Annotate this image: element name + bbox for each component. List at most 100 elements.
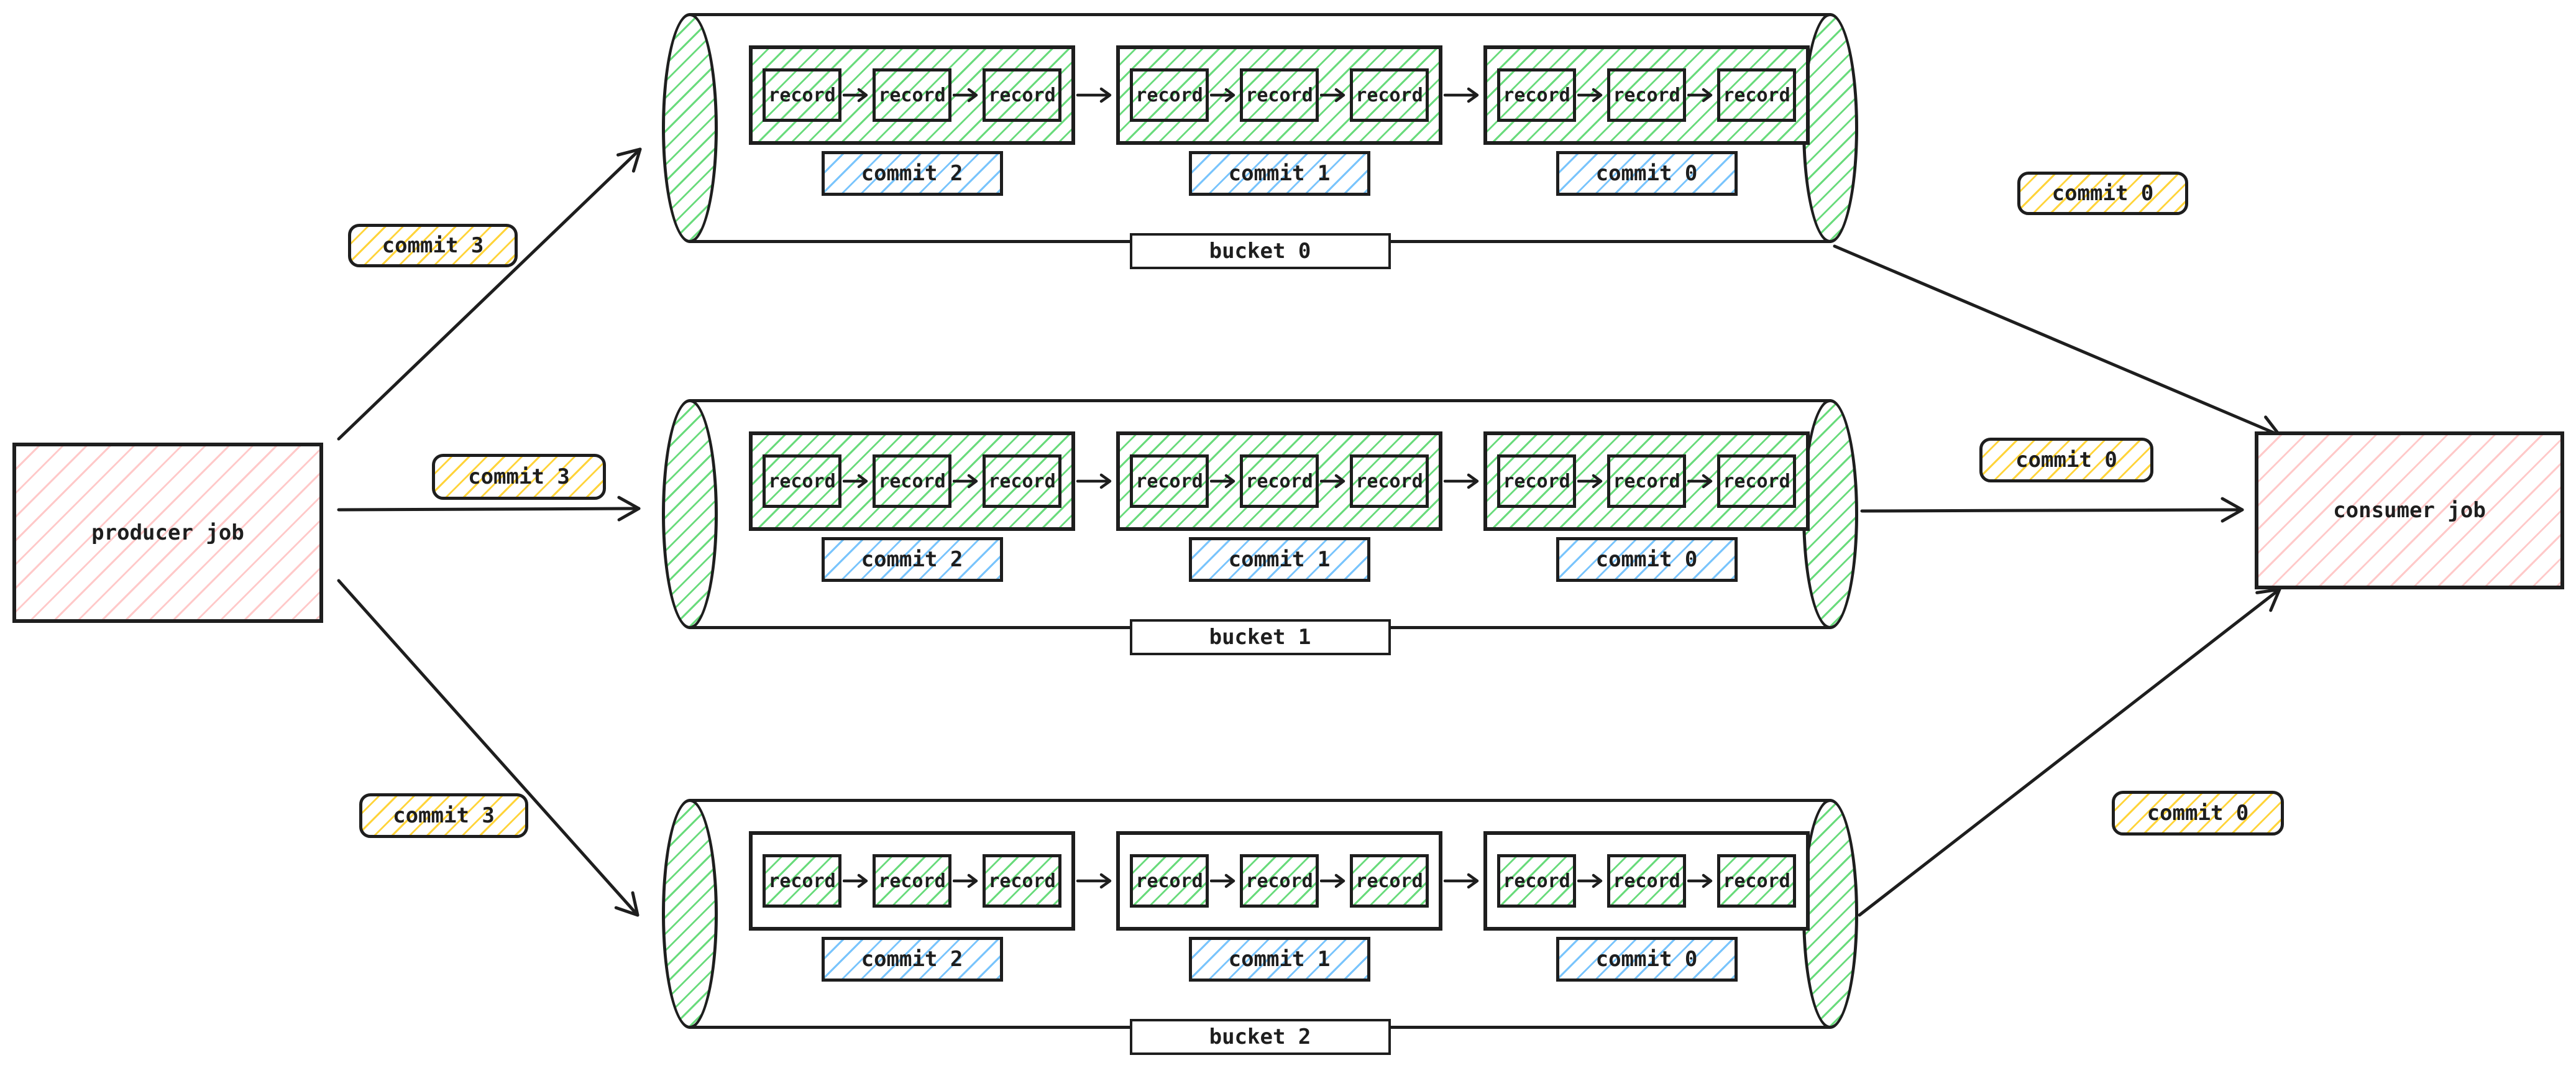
cylinder-left-cap [662,13,718,243]
bucket-name-label: bucket 2 [1129,1019,1391,1055]
chain-arrow-icon [1687,474,1713,489]
commit-unit: record record record commit 1 [1116,431,1442,582]
chain-arrow-icon [843,474,868,489]
producer-job-label: producer job [91,520,244,545]
cylinder-left-cap [662,399,718,629]
chain-arrow-icon [1210,88,1235,103]
bucket-name-label: bucket 1 [1129,619,1391,655]
record-box: record [873,68,951,122]
arrow-producer-to-bucket-0 [337,147,642,441]
edge-label-producer-bucket-1: commit 3 [432,454,606,500]
arrow-producer-to-bucket-1 [337,495,641,522]
chain-arrow-icon [1443,87,1479,103]
chain-arrow-icon [1210,474,1235,489]
record-box: record [1497,454,1576,508]
cylinder-right-cap [1802,799,1858,1029]
chain-arrow-icon [843,88,868,103]
record-box: record [1717,854,1796,908]
chain-arrow-icon [1320,873,1345,888]
commit-group-box: record record record [1116,431,1442,531]
record-box: record [1240,454,1319,508]
cylinder-left-cap [662,799,718,1029]
record-box: record [873,854,951,908]
chain-arrow-icon [1577,474,1603,489]
chain-arrow-icon [1210,873,1235,888]
commit-group-box: record record record [1116,45,1442,145]
record-box: record [1607,68,1686,122]
chain-arrow-icon [1320,88,1345,103]
commit-label: commit 1 [1188,151,1370,196]
producer-job-node: producer job [12,443,323,623]
record-box: record [1607,854,1686,908]
chain-arrow-icon [1687,88,1713,103]
record-box: record [983,454,1061,508]
record-box: record [763,454,841,508]
chain-arrow-icon [1076,87,1112,103]
record-box: record [983,68,1061,122]
consumer-job-node: consumer job [2255,431,2564,589]
arrow-bucket-1-to-consumer [1860,497,2244,523]
chain-arrow-icon [1577,873,1603,888]
record-box: record [1130,68,1209,122]
commit-label: commit 1 [1188,537,1370,582]
cylinder-right-cap [1802,13,1858,243]
chain-arrow-icon [1076,873,1112,889]
record-box: record [1240,854,1319,908]
edge-label-bucket-2-consumer: commit 0 [2112,791,2284,836]
edge-label-bucket-1-consumer: commit 0 [1979,438,2153,482]
record-box: record [1717,68,1796,122]
chain-arrow-icon [1443,873,1479,889]
chain-arrow-icon [953,873,978,888]
commit-label: commit 2 [821,937,1003,982]
arrow-producer-to-bucket-2 [337,579,639,917]
record-box: record [873,454,951,508]
chain-arrow-icon [843,873,868,888]
commit-label: commit 0 [1556,537,1738,582]
record-box: record [1240,68,1319,122]
chain-arrow-icon [1320,474,1345,489]
record-box: record [1497,68,1576,122]
chain-arrow-icon [953,474,978,489]
record-box: record [1350,454,1429,508]
record-box: record [1497,854,1576,908]
commit-label: commit 0 [1556,937,1738,982]
chain-arrow-icon [1076,473,1112,489]
commit-group-box: record record record [1483,431,1810,531]
record-box: record [983,854,1061,908]
record-box: record [763,854,841,908]
commit-group-box: record record record [749,831,1075,931]
arrow-bucket-2-to-consumer [1858,587,2281,917]
commit-unit: record record record commit 2 [749,831,1075,982]
commit-unit: record record record commit 2 [749,431,1075,582]
chain-arrow-icon [1687,873,1713,888]
record-box: record [1130,454,1209,508]
commit-label: commit 2 [821,537,1003,582]
commit-label: commit 1 [1188,937,1370,982]
record-box: record [1607,454,1686,508]
commit-unit: record record record commit 2 [749,45,1075,196]
consumer-job-label: consumer job [2333,498,2486,523]
commit-label: commit 2 [821,151,1003,196]
bucket-name-label: bucket 0 [1129,233,1391,269]
record-box: record [1350,68,1429,122]
commit-group-box: record record record [1483,831,1810,931]
chain-arrow-icon [1443,473,1479,489]
record-box: record [763,68,841,122]
commit-group-box: record record record [749,431,1075,531]
cylinder-right-cap [1802,399,1858,629]
arrow-bucket-0-to-consumer [1833,244,2281,440]
edge-label-producer-bucket-0: commit 3 [348,224,518,267]
commit-unit: record record record commit 0 [1483,431,1810,582]
chain-arrow-icon [1577,88,1603,103]
record-box: record [1717,454,1796,508]
